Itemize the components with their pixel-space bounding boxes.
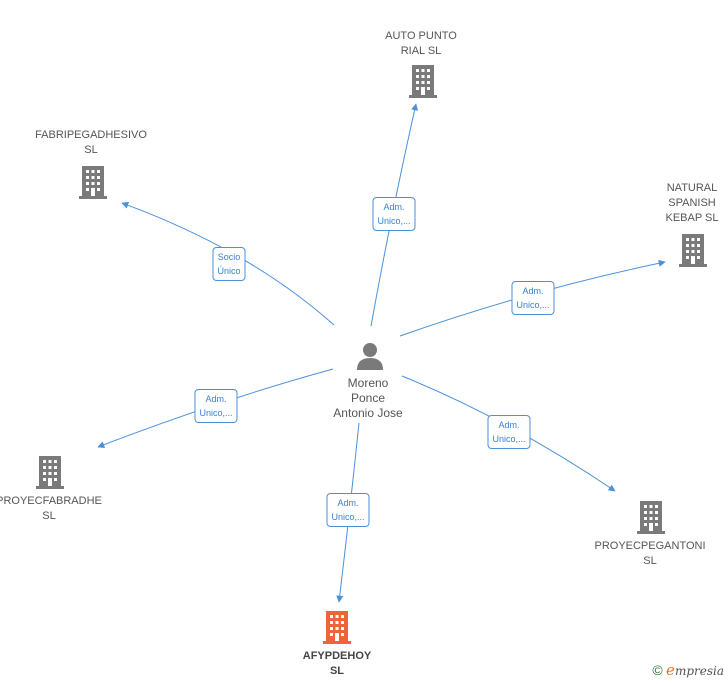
building-icon[interactable] (678, 233, 708, 267)
company-name-line2: RIAL SL (400, 45, 442, 57)
edge-label-afypdehoy[interactable]: Adm. Unico,... (326, 493, 370, 527)
building-icon[interactable] (78, 165, 108, 199)
copyright-icon: © (652, 662, 663, 678)
edge-role-line2: Unico,... (199, 408, 233, 418)
building-icon[interactable] (35, 455, 65, 489)
edge-role-line1: Adm. (522, 286, 544, 296)
person-icon (357, 343, 383, 370)
edge-role-line1: Socio (217, 252, 241, 262)
edge-role-line2: Unico,... (331, 512, 365, 522)
company-label-proyecpegantoni[interactable]: PROYECPEGANTONI SL (594, 539, 705, 569)
person-name-line2: Ponce (350, 391, 386, 405)
edge-role-line2: Unico,... (516, 300, 550, 310)
company-label-fabripegadhesivo[interactable]: FABRIPEGADHESIVO SL (35, 128, 147, 158)
edge-label-fabripegadhesivo[interactable]: Socio Único (212, 247, 246, 281)
company-name-line1: PROYECPEGANTONI (594, 540, 706, 552)
edge-label-auto-punto-rial[interactable]: Adm. Unico,... (372, 197, 416, 231)
company-name-line2: SL (42, 510, 56, 522)
company-name-line3: KEBAP SL (665, 212, 719, 224)
edge-role-line2: Unico,... (377, 216, 411, 226)
person-name-line1: Moreno (347, 376, 389, 390)
edge-role-line1: Adm. (205, 394, 227, 404)
company-label-afypdehoy[interactable]: AFYPDEHOY SL (303, 649, 371, 679)
company-name-line2: SPANISH (668, 197, 716, 209)
company-name-line1: AUTO PUNTO (385, 30, 457, 42)
company-name-line1: PROYECFABRADHE (0, 495, 102, 507)
company-name-line1: FABRIPEGADHESIVO (35, 129, 147, 141)
building-icon-highlighted[interactable] (322, 610, 352, 644)
edge-role-line1: Adm. (498, 420, 520, 430)
edge-label-proyecfabradhe[interactable]: Adm. Unico,... (194, 389, 238, 423)
edge-role-line2: Único (217, 266, 241, 276)
company-name-line2: SL (84, 144, 98, 156)
edge-label-natural-spanish-kebap[interactable]: Adm. Unico,... (511, 281, 555, 315)
brand-logo-letter: e (666, 661, 675, 679)
brand-logo-text: mpresia (674, 664, 724, 678)
company-name-line2: SL (329, 665, 345, 677)
company-name-line2: SL (643, 555, 657, 567)
edge-role-line1: Adm. (383, 202, 405, 212)
building-icon[interactable] (636, 500, 666, 534)
building-icon[interactable] (408, 64, 438, 98)
company-label-natural-spanish-kebap[interactable]: NATURAL SPANISH KEBAP SL (666, 181, 719, 226)
company-label-auto-punto-rial[interactable]: AUTO PUNTO RIAL SL (385, 29, 457, 59)
brand-footer[interactable]: © empresia (652, 661, 724, 679)
company-name-line1: NATURAL (666, 182, 718, 194)
center-person-name[interactable]: Moreno Ponce Antonio Jose (333, 376, 402, 421)
company-label-proyecfabradhe[interactable]: PROYECFABRADHE SL (0, 494, 102, 524)
company-name-line1: AFYPDEHOY (302, 650, 372, 662)
edge-role-line1: Adm. (337, 498, 359, 508)
person-name-line3: Antonio Jose (333, 406, 403, 420)
edge-role-line2: Unico,... (492, 434, 526, 444)
edge-label-proyecpegantoni[interactable]: Adm. Unico,... (487, 415, 531, 449)
